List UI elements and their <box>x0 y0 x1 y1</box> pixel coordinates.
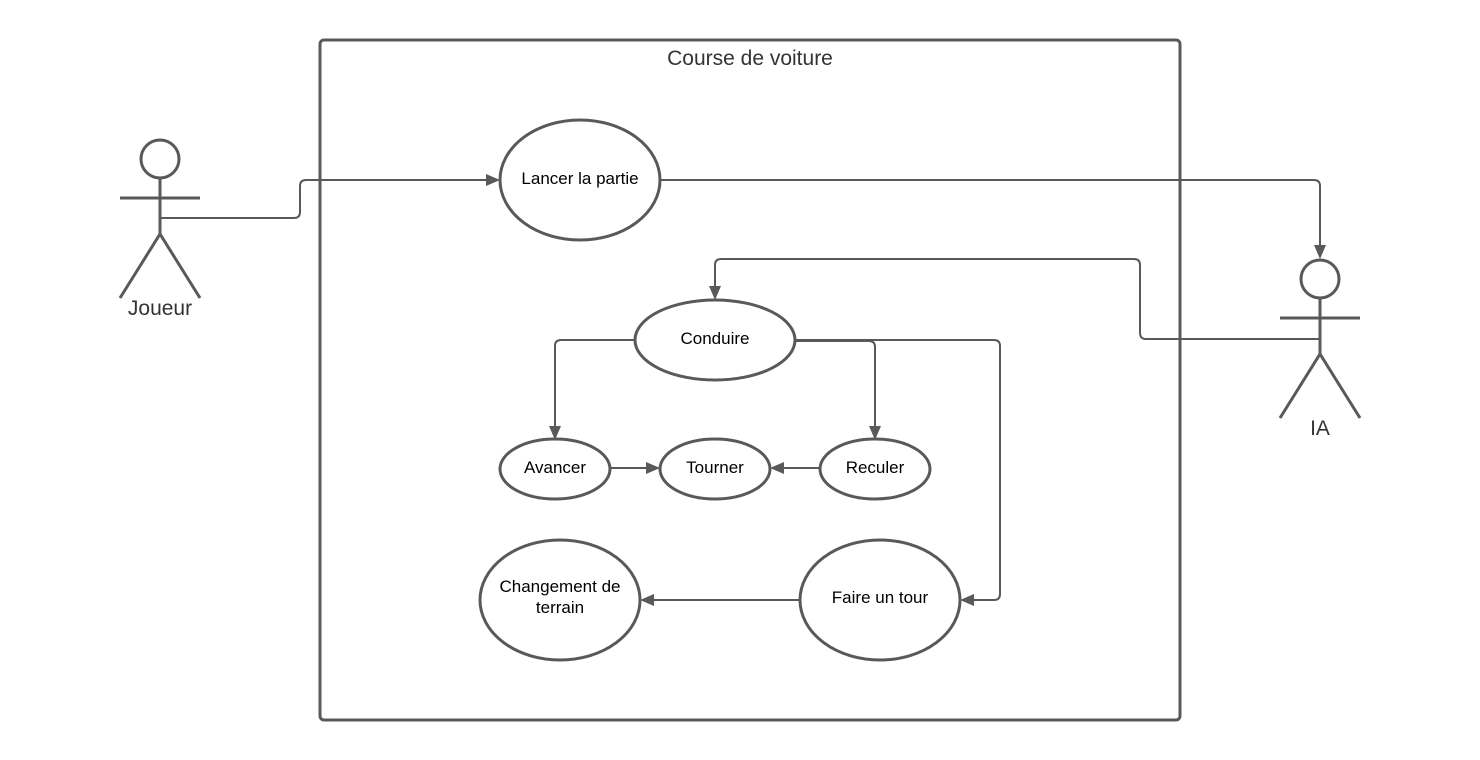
usecase-avancer[interactable]: Avancer <box>498 437 612 501</box>
usecase-reculer[interactable]: Reculer <box>818 437 932 501</box>
usecase-lancer[interactable]: Lancer la partie <box>498 118 662 242</box>
usecase-avancer-shape[interactable] <box>498 437 612 501</box>
actor-joueur-head <box>139 138 181 180</box>
usecase-tourner-shape[interactable] <box>658 437 772 501</box>
usecase-faire-tour[interactable]: Faire un tour <box>798 538 962 662</box>
usecase-conduire-label: Conduire <box>681 329 750 348</box>
system-boundary: Course de voiture <box>318 38 1182 722</box>
actor-ia-head <box>1299 258 1341 300</box>
actor-ia-left-leg <box>1278 353 1322 419</box>
edges <box>160 174 1326 606</box>
edge-ia-to-conduire <box>709 258 1320 340</box>
usecase-lancer-shape[interactable] <box>498 118 662 242</box>
usecase-changement-terrain-label-line2: terrain <box>536 598 584 617</box>
usecase-changement-terrain-shape[interactable] <box>478 538 642 662</box>
edge-joueur-to-lancer <box>160 174 500 219</box>
actor-joueur-label: Joueur <box>128 297 192 320</box>
usecase-faire-tour-label: Faire un tour <box>832 588 929 607</box>
usecase-tourner[interactable]: Tourner <box>658 437 772 501</box>
usecase-lancer-label: Lancer la partie <box>521 169 638 188</box>
edge-conduire-to-avancer <box>549 339 635 440</box>
edge-conduire-to-reculer <box>795 340 881 440</box>
actor-joueur-left-leg <box>118 233 162 299</box>
actor-ia: IA <box>1278 258 1362 440</box>
edge-lancer-to-ia <box>660 179 1326 259</box>
system-title: Course de voiture <box>667 47 833 70</box>
usecase-reculer-shape[interactable] <box>818 437 932 501</box>
usecase-conduire[interactable]: Conduire <box>633 298 797 382</box>
usecase-faire-tour-shape[interactable] <box>798 538 962 662</box>
usecase-reculer-label: Reculer <box>846 458 905 477</box>
usecase-avancer-label: Avancer <box>524 458 586 477</box>
system-boundary-box <box>318 38 1182 722</box>
edge-conduire-to-faire-tour <box>795 339 1001 606</box>
usecase-conduire-shape[interactable] <box>633 298 797 382</box>
actor-joueur: Joueur <box>118 138 202 320</box>
actor-ia-label: IA <box>1310 417 1330 440</box>
actor-joueur-right-leg <box>158 233 202 299</box>
actor-ia-right-leg <box>1318 353 1362 419</box>
usecase-changement-terrain-label-line1: Changement de <box>500 577 621 596</box>
usecase-changement-terrain[interactable]: Changement de terrain <box>478 538 642 662</box>
usecase-tourner-label: Tourner <box>686 458 744 477</box>
